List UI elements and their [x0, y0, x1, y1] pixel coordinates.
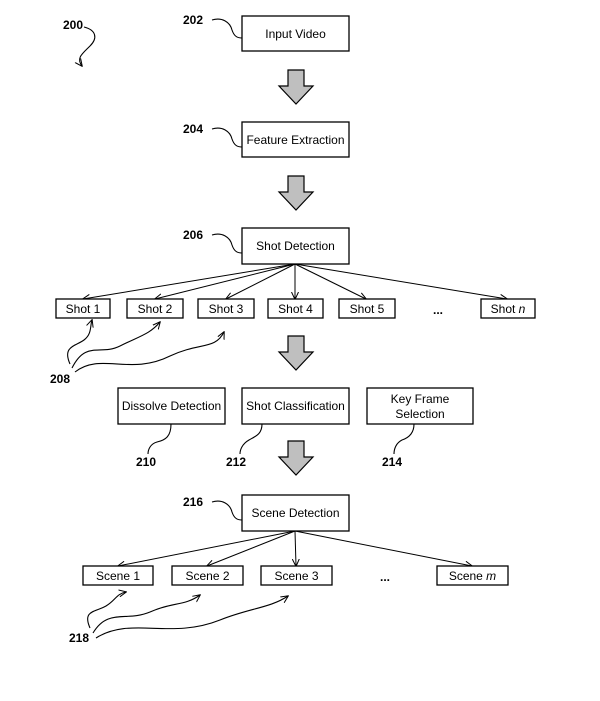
connector-shot-n — [294, 263, 507, 299]
shot-3-label: Shot 3 — [209, 302, 244, 316]
flow-arrow-2 — [277, 175, 315, 211]
scene-m-variable: m — [486, 569, 496, 583]
dissolve-detection-box — [117, 387, 226, 425]
ref-200-arrow — [80, 26, 96, 66]
ref-208-leader-1 — [67, 320, 92, 365]
flow-arrow-4 — [277, 440, 315, 476]
key-frame-label-line2: Selection — [395, 407, 444, 421]
scene-2-box — [171, 565, 244, 586]
ref-218-leader-3 — [95, 596, 288, 639]
shot-3-box — [197, 298, 255, 319]
ref-208-label: 208 — [50, 372, 70, 386]
ref-214-label: 214 — [382, 455, 402, 469]
feature-extraction-label: Feature Extraction — [246, 133, 344, 147]
scene-m-box — [436, 565, 509, 586]
connector-shot-2 — [155, 263, 296, 299]
shot-1-label: Shot 1 — [66, 302, 101, 316]
connector-scene-m — [294, 530, 472, 566]
key-frame-label-line1: Key Frame — [391, 392, 450, 406]
connector-scene-2 — [207, 530, 296, 566]
ref-202-leader — [211, 18, 243, 39]
shots-ellipsis: ... — [433, 303, 443, 317]
ref-202-label: 202 — [183, 13, 203, 27]
ref-218-leader-2 — [92, 595, 200, 634]
flow-arrow-1 — [277, 69, 315, 105]
shot-classification-label: Shot Classification — [246, 399, 345, 413]
ref-208-leader-2 — [71, 322, 160, 369]
connector-shot-1 — [83, 263, 296, 299]
scene-3-box — [260, 565, 333, 586]
scene-1-box — [82, 565, 154, 586]
scene-detection-label: Scene Detection — [251, 506, 339, 520]
shot-5-box — [338, 298, 396, 319]
feature-extraction-box — [241, 121, 350, 158]
scene-m-label: Scene m — [449, 569, 496, 583]
shot-4-box — [267, 298, 324, 319]
shot-n-box — [480, 298, 536, 319]
shot-classification-box — [241, 387, 350, 425]
flow-arrow-3 — [277, 335, 315, 371]
shot-n-prefix: Shot — [491, 302, 519, 316]
shot-2-box — [126, 298, 184, 319]
connector-scene-1 — [118, 530, 296, 566]
scene-1-label: Scene 1 — [96, 569, 140, 583]
shot-detection-label: Shot Detection — [256, 239, 335, 253]
ref-210-label: 210 — [136, 455, 156, 469]
dissolve-detection-label: Dissolve Detection — [122, 399, 221, 413]
ref-208-leader-3 — [74, 332, 224, 373]
input-video-label: Input Video — [265, 27, 326, 41]
ref-212-leader — [239, 423, 263, 455]
ref-204-leader — [211, 127, 243, 148]
connector-shot-3 — [226, 263, 296, 299]
scenes-ellipsis: ... — [380, 570, 390, 584]
shot-n-variable: n — [519, 302, 526, 316]
scene-3-label: Scene 3 — [274, 569, 318, 583]
ref-218-leader-1 — [87, 592, 126, 629]
ref-218-label: 218 — [69, 631, 89, 645]
key-frame-selection-box — [366, 387, 474, 425]
scene-2-label: Scene 2 — [185, 569, 229, 583]
ref-206-leader — [211, 233, 243, 254]
ref-210-leader — [147, 423, 172, 455]
ref-216-leader — [211, 500, 243, 521]
ref-212-label: 212 — [226, 455, 246, 469]
ref-216-label: 216 — [183, 495, 203, 509]
ref-200-label: 200 — [63, 18, 83, 32]
ref-214-leader — [393, 423, 415, 455]
input-video-box — [241, 15, 350, 52]
ref-206-label: 206 — [183, 228, 203, 242]
shot-1-box — [55, 298, 111, 319]
shot-2-label: Shot 2 — [138, 302, 173, 316]
shot-n-label: Shot n — [491, 302, 526, 316]
shot-5-label: Shot 5 — [350, 302, 385, 316]
connector-shot-5 — [294, 263, 366, 299]
scene-m-prefix: Scene — [449, 569, 486, 583]
ref-204-label: 204 — [183, 122, 203, 136]
connector-scene-3 — [295, 530, 296, 566]
shot-4-label: Shot 4 — [278, 302, 313, 316]
scene-detection-box — [241, 494, 350, 532]
